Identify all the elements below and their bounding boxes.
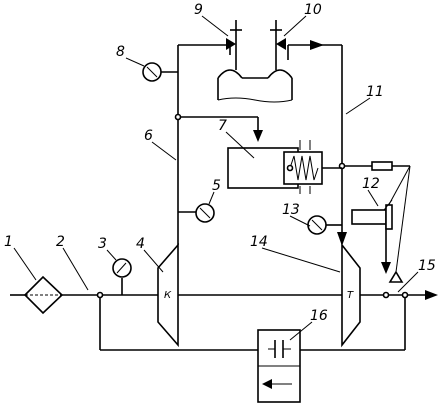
flow-arrow-icon — [253, 130, 263, 142]
filter-icon — [23, 275, 64, 315]
label-14: 14 — [250, 234, 268, 250]
junction-points — [96, 113, 409, 299]
label-9: 9 — [194, 2, 203, 18]
label-10: 10 — [304, 2, 322, 18]
component-labels: 1 2 3 4 5 6 7 8 9 10 11 12 13 14 15 16 — [4, 2, 436, 324]
actuator — [227, 140, 342, 194]
compressor-mark: К — [164, 290, 172, 301]
turbine: Т — [341, 242, 361, 348]
label-15: 15 — [418, 258, 436, 274]
label-2: 2 — [56, 234, 65, 250]
pressure-gauge-icon — [307, 215, 327, 235]
label-12: 12 — [362, 176, 380, 192]
regulator — [351, 161, 411, 283]
label-6: 6 — [144, 128, 153, 144]
label-16: 16 — [310, 308, 328, 324]
control-valves — [217, 20, 293, 103]
label-5: 5 — [212, 178, 221, 194]
turbine-mark: Т — [347, 290, 354, 301]
pressure-gauge-icon — [142, 62, 162, 82]
pipelines — [10, 44, 425, 351]
leader-lines — [13, 15, 419, 341]
label-4: 4 — [136, 236, 145, 252]
compressor: К — [157, 242, 179, 348]
flow-arrow-icon — [337, 232, 347, 246]
flow-arrow-icon — [310, 40, 324, 50]
label-8: 8 — [116, 44, 125, 60]
label-7: 7 — [218, 118, 227, 134]
spring-icon — [289, 155, 319, 181]
label-1: 1 — [4, 234, 13, 250]
label-13: 13 — [282, 202, 300, 218]
generator — [257, 329, 301, 403]
pressure-gauge-icon — [195, 203, 215, 223]
label-11: 11 — [366, 84, 384, 100]
pressure-gauge-icon — [112, 258, 132, 278]
label-3: 3 — [98, 236, 107, 252]
flow-arrow-icon — [425, 290, 438, 300]
